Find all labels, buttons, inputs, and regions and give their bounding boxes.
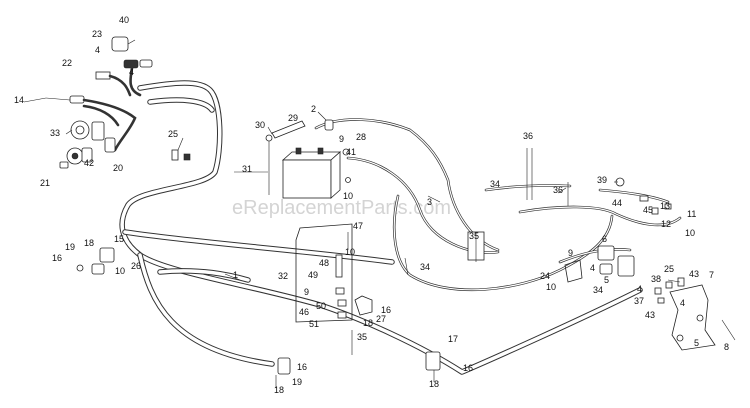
callout-46: 46 (299, 307, 309, 317)
callout-41: 41 (346, 147, 356, 157)
battery-assembly (265, 119, 351, 199)
connector-22 (95, 71, 111, 80)
callout-42: 42 (84, 158, 94, 168)
callout-18: 18 (274, 385, 284, 395)
callout-16: 16 (297, 362, 307, 372)
callout-2: 2 (311, 104, 316, 114)
callout-9: 9 (568, 248, 573, 258)
callout-10: 10 (685, 228, 695, 238)
main-wire-harness (119, 80, 643, 375)
callout-12: 12 (661, 219, 671, 229)
callout-10: 10 (546, 282, 556, 292)
callout-21: 21 (40, 178, 50, 188)
callout-36: 36 (553, 185, 563, 195)
interlock-switches (76, 247, 441, 388)
callout-34: 34 (420, 262, 430, 272)
ignition-switch-assembly (95, 36, 153, 97)
callout-29: 29 (288, 113, 298, 123)
callout-9: 9 (339, 134, 344, 144)
callout-16: 16 (463, 363, 473, 373)
callout-34: 34 (593, 285, 603, 295)
callout-11: 11 (687, 209, 696, 219)
callout-48: 48 (319, 258, 329, 268)
callout-18: 18 (429, 379, 439, 389)
callout-31: 31 (242, 164, 252, 174)
callout-50: 50 (316, 301, 326, 311)
callout-26: 26 (131, 261, 141, 271)
callout-25: 25 (664, 264, 674, 274)
callout-40: 40 (119, 15, 129, 25)
callout-28: 28 (356, 132, 366, 142)
callout-23: 23 (92, 29, 102, 39)
callout-13: 13 (660, 201, 670, 211)
callout-6: 6 (602, 234, 607, 244)
callout-43: 43 (645, 310, 655, 320)
callout-16: 16 (381, 305, 391, 315)
callout-4: 4 (680, 298, 685, 308)
callout-5: 5 (604, 275, 609, 285)
callout-49: 49 (308, 270, 318, 280)
right-mounting-bracket (654, 277, 736, 351)
battery-hold-down-bracket (295, 223, 373, 355)
callout-35: 35 (469, 231, 479, 241)
solenoid-assembly (564, 245, 635, 283)
callout-19: 19 (292, 377, 302, 387)
callout-27: 27 (376, 314, 386, 324)
callout-25: 25 (168, 129, 178, 139)
clip-25 (171, 149, 191, 161)
callout-10: 10 (115, 266, 125, 276)
callout-8: 8 (724, 342, 729, 352)
callout-1: 1 (233, 270, 238, 280)
callout-14: 14 (14, 95, 24, 105)
callout-17: 17 (448, 334, 458, 344)
callout-30: 30 (255, 120, 265, 130)
callout-19: 19 (65, 242, 75, 252)
key-switch-assembly (45, 95, 137, 169)
callout-35: 35 (357, 332, 367, 342)
callout-34: 34 (490, 179, 500, 189)
callout-36: 36 (523, 131, 533, 141)
callout-24: 24 (540, 271, 550, 281)
callout-51: 51 (309, 319, 319, 329)
callout-5: 5 (694, 338, 699, 348)
callout-44: 44 (612, 198, 622, 208)
callout-38: 38 (651, 274, 661, 284)
callout-3: 3 (427, 197, 432, 207)
callout-39: 39 (597, 175, 607, 185)
callout-7: 7 (709, 270, 714, 280)
callout-20: 20 (113, 163, 123, 173)
relay-harness (404, 148, 672, 276)
callout-15: 15 (114, 234, 124, 244)
callout-4: 4 (129, 67, 134, 77)
callout-33: 33 (50, 128, 60, 138)
callout-32: 32 (278, 271, 288, 281)
callout-18: 18 (363, 318, 373, 328)
callout-leaders (23, 97, 681, 283)
callout-10: 10 (343, 191, 353, 201)
callout-10: 10 (345, 247, 355, 257)
callout-16: 16 (52, 253, 62, 263)
callout-37: 37 (634, 296, 644, 306)
callout-4: 4 (95, 45, 100, 55)
callout-47: 47 (353, 221, 363, 231)
callout-9: 9 (304, 287, 309, 297)
callout-45: 45 (643, 205, 653, 215)
callout-18: 18 (84, 238, 94, 248)
callout-43: 43 (689, 269, 699, 279)
callout-4: 4 (590, 263, 595, 273)
callout-4: 4 (637, 284, 642, 294)
callout-22: 22 (62, 58, 72, 68)
